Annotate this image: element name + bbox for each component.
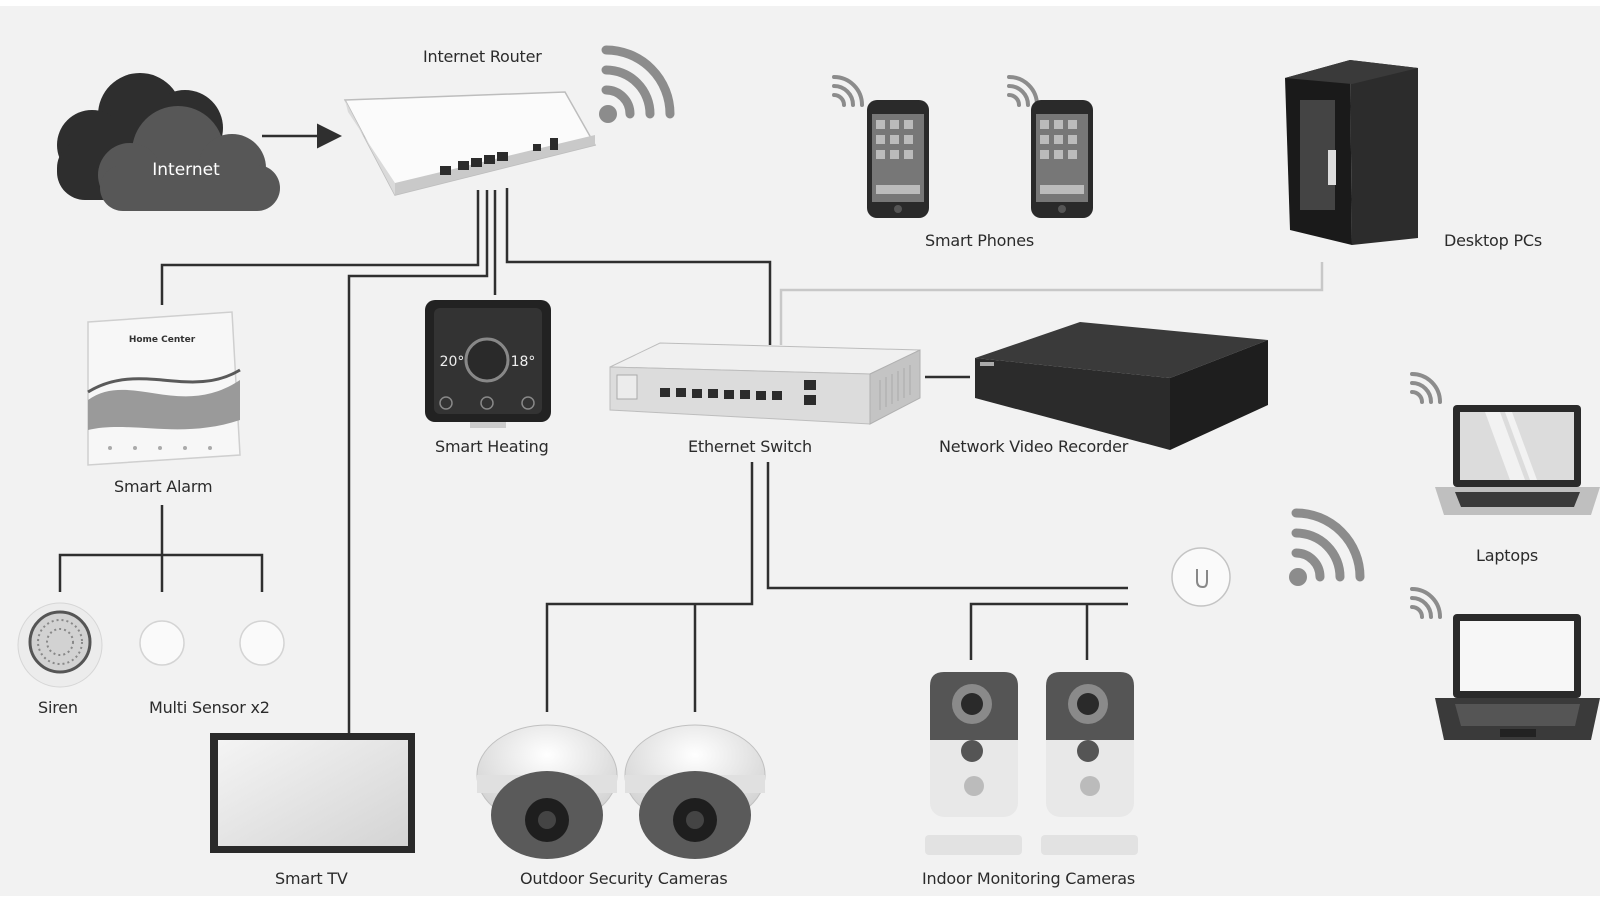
heating-actual-value: 18° — [511, 354, 536, 370]
multi-sensor-2 — [239, 620, 285, 666]
wifi-icon — [1007, 75, 1039, 107]
internet-label: Internet — [152, 160, 220, 180]
router-label: Internet Router — [423, 47, 542, 66]
smart-heating-label: Smart Heating — [435, 437, 549, 456]
siren-device — [17, 602, 103, 688]
ethernet-switch-label: Ethernet Switch — [688, 437, 812, 456]
switch-ap-line — [766, 462, 1128, 590]
ethernet-switch-device — [609, 342, 921, 425]
router-device — [343, 91, 597, 196]
multi-sensor-label: Multi Sensor x2 — [149, 698, 270, 717]
nvr-label: Network Video Recorder — [939, 437, 1129, 456]
smart-tv-device — [210, 733, 415, 853]
cloud-icon — [57, 73, 280, 211]
alarm-device-text: Home Center — [129, 335, 196, 345]
router-tv-line — [347, 190, 489, 733]
router-alarm-line — [160, 190, 480, 305]
smart-phones-label: Smart Phones — [925, 231, 1034, 250]
multi-sensor-1 — [139, 620, 185, 666]
outdoor-cameras-label: Outdoor Security Cameras — [520, 869, 728, 888]
smart-phone-1 — [867, 100, 929, 218]
switch-desktop-line — [779, 262, 1324, 345]
desktop-pc — [1285, 60, 1418, 245]
smart-alarm-label: Smart Alarm — [114, 477, 213, 496]
siren-label: Siren — [38, 698, 78, 717]
network-video-recorder — [975, 322, 1268, 450]
wifi-icon — [1291, 508, 1365, 582]
indoor-camera-2 — [1041, 672, 1138, 855]
outdoor-camera-1 — [476, 724, 618, 859]
smart-alarm-device: Home Center — [87, 311, 241, 466]
access-point-device — [1171, 547, 1231, 607]
outdoor-camera-2 — [624, 724, 766, 859]
wifi-icon — [1410, 372, 1442, 404]
wifi-icon-dot — [599, 105, 617, 123]
laptop-1 — [1435, 405, 1600, 515]
wifi-icon — [1410, 587, 1442, 619]
smart-tv-label: Smart TV — [275, 869, 348, 888]
indoor-cameras-label: Indoor Monitoring Cameras — [922, 869, 1136, 888]
router-switch-line — [505, 188, 772, 345]
laptops-label: Laptops — [1476, 546, 1539, 565]
desktop-pcs-label: Desktop PCs — [1444, 231, 1543, 250]
light-connection-lines — [779, 262, 1324, 345]
laptop-2 — [1435, 614, 1600, 740]
smart-phone-2 — [1031, 100, 1093, 218]
ap-indoor-cam-line — [969, 602, 1128, 660]
heating-target-value: 20° — [440, 354, 465, 370]
smart-heating-device: 20° 18° — [425, 300, 551, 428]
indoor-camera-1 — [925, 672, 1022, 855]
connection-lines — [58, 123, 1128, 733]
wifi-icon — [832, 75, 864, 107]
switch-outdoor-cam-line — [545, 462, 754, 712]
wifi-icon-dot — [1289, 568, 1307, 586]
wifi-icon — [601, 45, 675, 119]
